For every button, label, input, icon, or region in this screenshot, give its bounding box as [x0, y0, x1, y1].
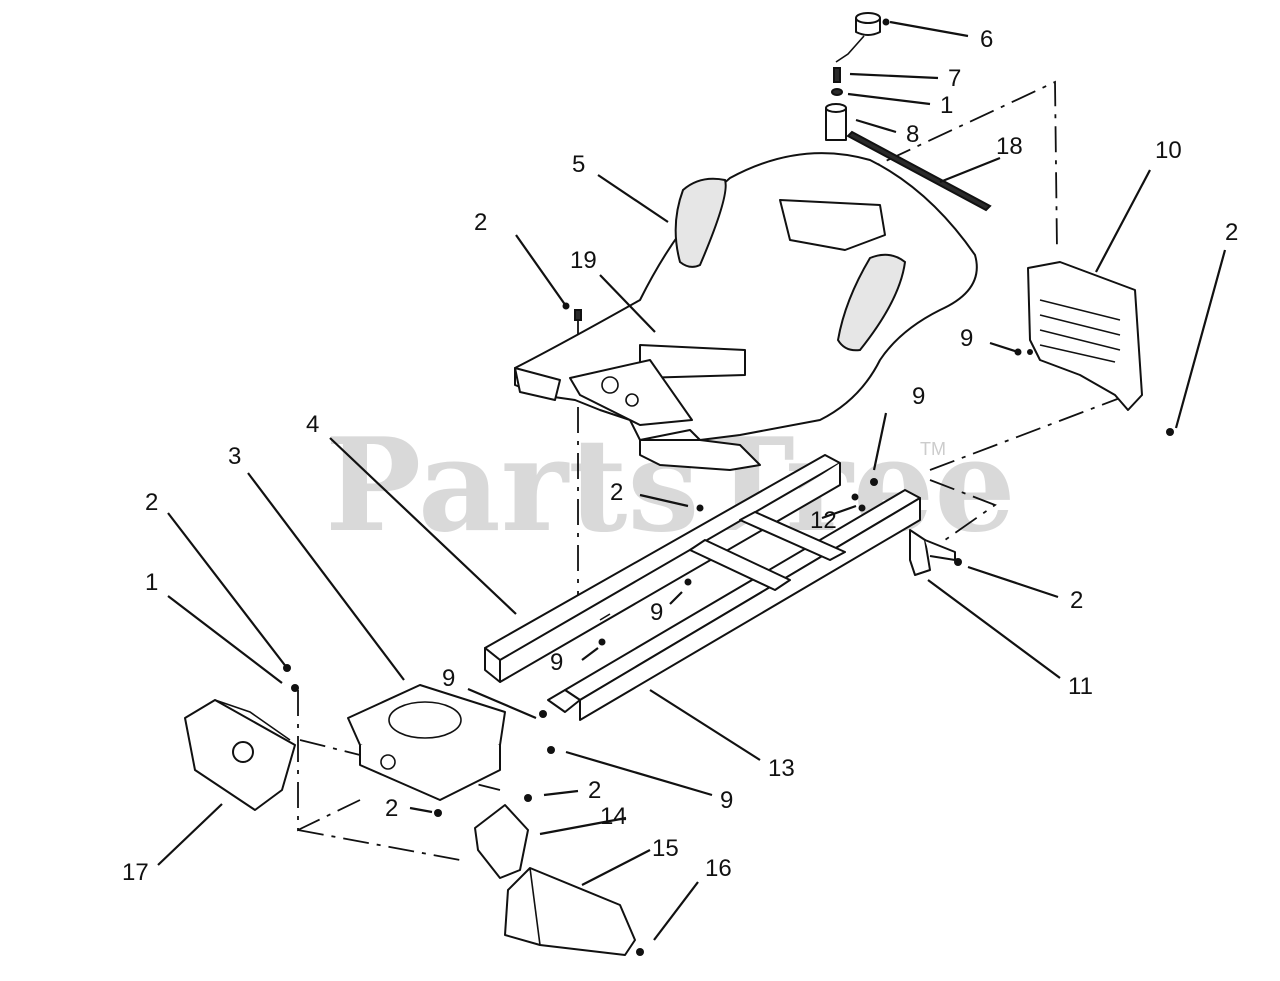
part-8-bushing — [825, 103, 847, 141]
part-11-bracket — [909, 529, 956, 576]
part-15-housing — [504, 867, 636, 956]
leader-lines — [157, 20, 1227, 941]
callout-14: 14 — [600, 803, 627, 830]
part-3-mount-plate — [347, 684, 506, 801]
callout-6: 6 — [980, 26, 993, 53]
part-10-rear-guard — [1027, 261, 1143, 411]
crossmember — [689, 511, 846, 591]
callout-18: 18 — [996, 133, 1023, 160]
callout-2: 2 — [385, 795, 398, 822]
hardware-dots — [283, 18, 1174, 956]
part-17-front-cover — [184, 699, 296, 811]
callout-15: 15 — [652, 835, 679, 862]
callout-9: 9 — [912, 383, 925, 410]
callout-7: 7 — [948, 65, 961, 92]
callout-13: 13 — [768, 755, 795, 782]
callout-19: 19 — [570, 247, 597, 274]
callout-9: 9 — [650, 599, 663, 626]
callout-2: 2 — [145, 489, 158, 516]
callout-2: 2 — [588, 777, 601, 804]
callout-2: 2 — [610, 479, 623, 506]
part-5-fender-deck — [514, 152, 978, 471]
callout-16: 16 — [705, 855, 732, 882]
callout-1: 1 — [145, 569, 158, 596]
callout-1: 1 — [940, 92, 953, 119]
callout-3: 3 — [228, 443, 241, 470]
callout-12: 12 — [810, 507, 837, 534]
callout-11: 11 — [1068, 673, 1093, 700]
callout-9: 9 — [960, 325, 973, 352]
part-7-bolt — [833, 67, 841, 83]
part-14-bracket — [474, 804, 529, 879]
callout-17: 17 — [122, 859, 149, 886]
callout-9: 9 — [720, 787, 733, 814]
callout-labels: 6 7 1 8 18 5 10 2 2 19 9 9 4 3 2 12 2 1 … — [122, 26, 1238, 886]
watermark-trademark: TM — [920, 439, 946, 459]
callout-9: 9 — [550, 649, 563, 676]
callout-2: 2 — [1225, 219, 1238, 246]
callout-10: 10 — [1155, 137, 1182, 164]
callout-2: 2 — [1070, 587, 1083, 614]
callout-2: 2 — [474, 209, 487, 236]
callout-8: 8 — [906, 121, 919, 148]
part-6-knob — [835, 12, 881, 63]
watermark-text: PartsTree — [325, 411, 1016, 561]
part-1-washer-top — [831, 88, 843, 96]
callout-4: 4 — [306, 411, 319, 438]
callout-9: 9 — [442, 665, 455, 692]
callout-5: 5 — [572, 151, 585, 178]
